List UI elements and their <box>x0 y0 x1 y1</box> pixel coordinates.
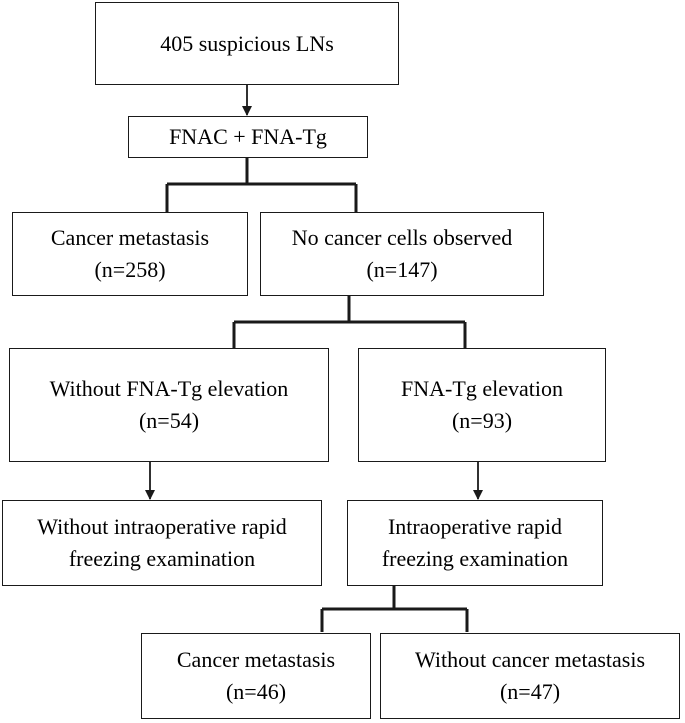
node-no-metastasis-line1: Without cancer metastasis <box>414 647 646 673</box>
node-metastasis-a: Cancer metastasis (n=258) <box>12 212 248 296</box>
node-elevation-line2: (n=93) <box>451 408 513 433</box>
connector-no-cancer-split <box>232 296 467 348</box>
node-start: 405 suspicious LNs <box>95 2 399 85</box>
node-elevation-line1: FNA-Tg elevation <box>401 376 563 402</box>
node-no-elevation: Without FNA-Tg elevation (n=54) <box>9 348 329 462</box>
connector-freezing-split <box>320 586 469 632</box>
node-no-metastasis: Without cancer metastasis (n=47) <box>380 633 680 719</box>
node-metastasis-b-line2: (n=46) <box>225 679 287 704</box>
node-metastasis-a-line2: (n=258) <box>94 257 166 282</box>
node-test-text: FNAC + FNA-Tg <box>169 124 327 150</box>
node-no-freezing-line2: freezing examination <box>68 546 256 571</box>
node-metastasis-b-line1: Cancer metastasis <box>176 647 336 673</box>
node-metastasis-b: Cancer metastasis (n=46) <box>141 633 371 719</box>
node-no-cancer: No cancer cells observed (n=147) <box>260 212 544 296</box>
node-freezing: Intraoperative rapid freezing examinatio… <box>347 500 603 586</box>
node-freezing-line1: Intraoperative rapid <box>387 514 563 540</box>
node-no-cancer-line1: No cancer cells observed <box>291 225 513 251</box>
node-no-elevation-line1: Without FNA-Tg elevation <box>49 376 289 402</box>
node-no-freezing: Without intraoperative rapid freezing ex… <box>2 500 322 586</box>
node-no-cancer-line2: (n=147) <box>366 257 438 282</box>
node-freezing-line2: freezing examination <box>381 546 569 571</box>
node-metastasis-a-line1: Cancer metastasis <box>50 225 210 251</box>
connector-test-split <box>165 158 358 212</box>
node-no-metastasis-line2: (n=47) <box>499 679 561 704</box>
node-no-freezing-line1: Without intraoperative rapid <box>37 514 287 540</box>
node-no-elevation-line2: (n=54) <box>138 408 200 433</box>
node-start-text: 405 suspicious LNs <box>160 30 334 56</box>
node-elevation: FNA-Tg elevation (n=93) <box>358 348 606 462</box>
node-test: FNAC + FNA-Tg <box>128 116 368 158</box>
